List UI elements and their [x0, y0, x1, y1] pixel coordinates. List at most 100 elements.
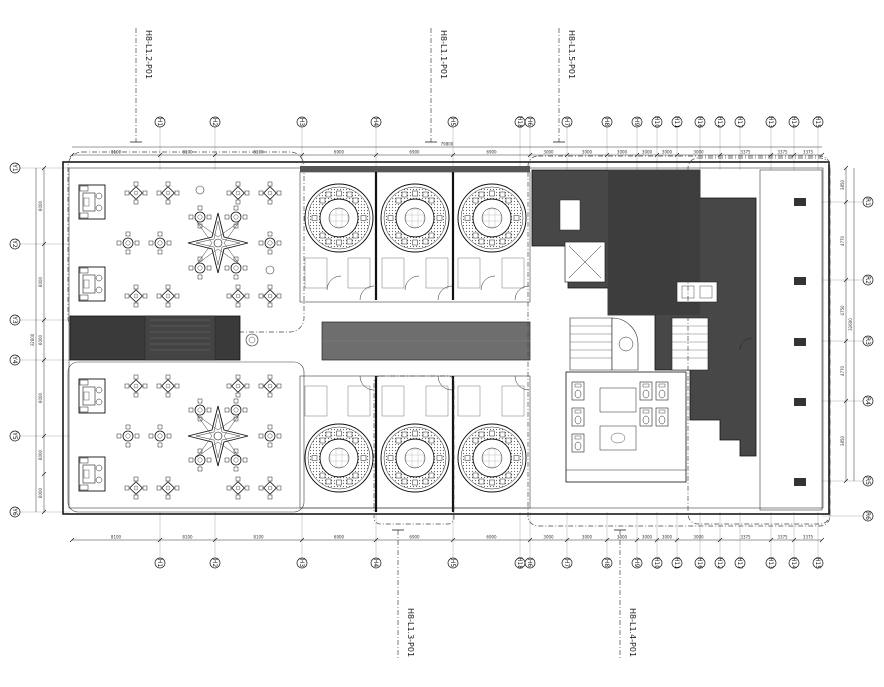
north-hall-furniture — [78, 181, 282, 308]
grid-bubble-label: R6 — [864, 512, 871, 520]
grid-bubble-label: Y6 — [11, 507, 18, 516]
grid-bubble — [862, 395, 874, 407]
private-rooms-north — [299, 166, 531, 303]
dimension-tick — [450, 152, 456, 158]
grid-bubble — [561, 116, 573, 128]
dimension-tick — [768, 537, 774, 543]
dimension-tick — [654, 537, 660, 543]
grid-bubble — [447, 557, 459, 569]
dimension-tick — [843, 478, 849, 484]
grid-bubble-label: H1 — [156, 559, 163, 568]
grid-bubble-label: H2 — [211, 559, 218, 568]
grid-bubble-label: H13 — [767, 557, 774, 569]
grid-bubble — [765, 116, 777, 128]
section-ref-label: H8-L1.1-P01 — [439, 30, 448, 79]
dimension-label: 6900 — [409, 150, 420, 155]
section-ref-label: H8-L1.5-P01 — [567, 30, 576, 79]
grid-bubble-label: Y5 — [11, 431, 18, 440]
grid-bubble-label: H1 — [156, 118, 163, 127]
dimension-tick — [41, 357, 47, 363]
dimension-label: 3375 — [740, 535, 751, 540]
grid-bubble — [9, 238, 21, 250]
grid-bubble-label: H6 — [526, 118, 533, 127]
dimension-tick — [373, 537, 379, 543]
grid-bubble — [561, 557, 573, 569]
dimension-tick — [674, 537, 680, 543]
dimension-label: 3000 — [662, 535, 673, 540]
grid-bubble-label: H6 — [526, 559, 533, 568]
grid-bubble-label: H17 — [736, 116, 743, 128]
grid-bubble — [601, 557, 613, 569]
dimension-tick — [41, 433, 47, 439]
corridor — [69, 315, 259, 361]
dimension-label: 6900 — [486, 535, 497, 540]
dimension-label: 3375 — [777, 535, 788, 540]
dimension-label: 8100 — [111, 535, 122, 540]
dimension-label: 6000 — [38, 334, 43, 345]
grid-bubble — [370, 116, 382, 128]
grid-bubble — [788, 557, 800, 569]
grid-bubble — [524, 116, 536, 128]
grid-bubble-label: H2 — [211, 118, 218, 127]
grid-bubble — [862, 510, 874, 522]
dimension-label: 6000 — [38, 392, 43, 403]
grid-bubble-label: H16 — [696, 116, 703, 128]
grid-bubble-label: H12 — [716, 557, 723, 569]
dimension-tick — [212, 152, 218, 158]
dimension-label: 6900 — [334, 535, 345, 540]
grid-bubble — [9, 354, 21, 366]
dimension-label: 6900 — [334, 150, 345, 155]
banquet-hall-south — [67, 361, 305, 513]
dimension-label: 3000 — [582, 150, 593, 155]
dimension-tick — [41, 317, 47, 323]
grid-bubble-label: H9 — [633, 559, 640, 568]
dimension-tick — [843, 338, 849, 344]
grid-bubble-label: H8 — [603, 118, 610, 127]
dimension-tick — [843, 277, 849, 283]
grid-bubble-label: H3 — [298, 559, 305, 568]
dimension-label: 3000 — [617, 150, 628, 155]
grid-bubble-label: H15 — [814, 116, 821, 128]
grid-bubble — [812, 116, 824, 128]
grid-bubble-label: H11 — [673, 557, 680, 569]
dimension-tick — [157, 152, 163, 158]
grid-bubble — [765, 557, 777, 569]
dimension-tick — [634, 537, 640, 543]
grid-bubble — [296, 116, 308, 128]
grid-axis-markers: H1H1H2H2H3H3H4H4H5H5H18H18H6H6H7H7H8H8H9… — [9, 116, 874, 569]
center-feature-strip — [321, 321, 531, 361]
kitchen-service-block — [531, 169, 757, 457]
grid-bubble-label: R3 — [864, 337, 871, 345]
grid-bubble — [862, 335, 874, 347]
dimension-tick — [604, 537, 610, 543]
grid-bubble — [296, 557, 308, 569]
grid-bubble-label: H14 — [790, 116, 797, 128]
grid-bubble-label: R2 — [864, 276, 871, 284]
grid-bubble-label: Y4 — [11, 355, 18, 364]
grid-bubble-label: Y1 — [11, 163, 18, 172]
dimension-label: 4770 — [840, 235, 845, 246]
dimension-tick — [299, 537, 305, 543]
grid-bubble-label: H15 — [814, 557, 821, 569]
dimension-tick — [69, 537, 75, 543]
grid-bubble — [9, 162, 21, 174]
grid-bubble — [714, 116, 726, 128]
section-ref-label: H8-L1.4-P01 — [628, 608, 637, 657]
grid-bubble — [631, 557, 643, 569]
dimension-tick — [717, 537, 723, 543]
grid-bubble — [447, 116, 459, 128]
grid-bubble — [601, 116, 613, 128]
dimension-label: 3850 — [840, 435, 845, 446]
dimension-tick — [564, 537, 570, 543]
grid-bubble-label: H12 — [716, 116, 723, 128]
dimension-label: 3000 — [642, 535, 653, 540]
dimension-label: 4750 — [840, 305, 845, 316]
grid-bubble-label: H8 — [603, 559, 610, 568]
grid-bubble-label: H14 — [790, 557, 797, 569]
grid-bubble-label: H13 — [767, 116, 774, 128]
dimension-label: 8100 — [253, 535, 264, 540]
dimension-label: 3000 — [693, 150, 704, 155]
grid-bubble — [788, 116, 800, 128]
